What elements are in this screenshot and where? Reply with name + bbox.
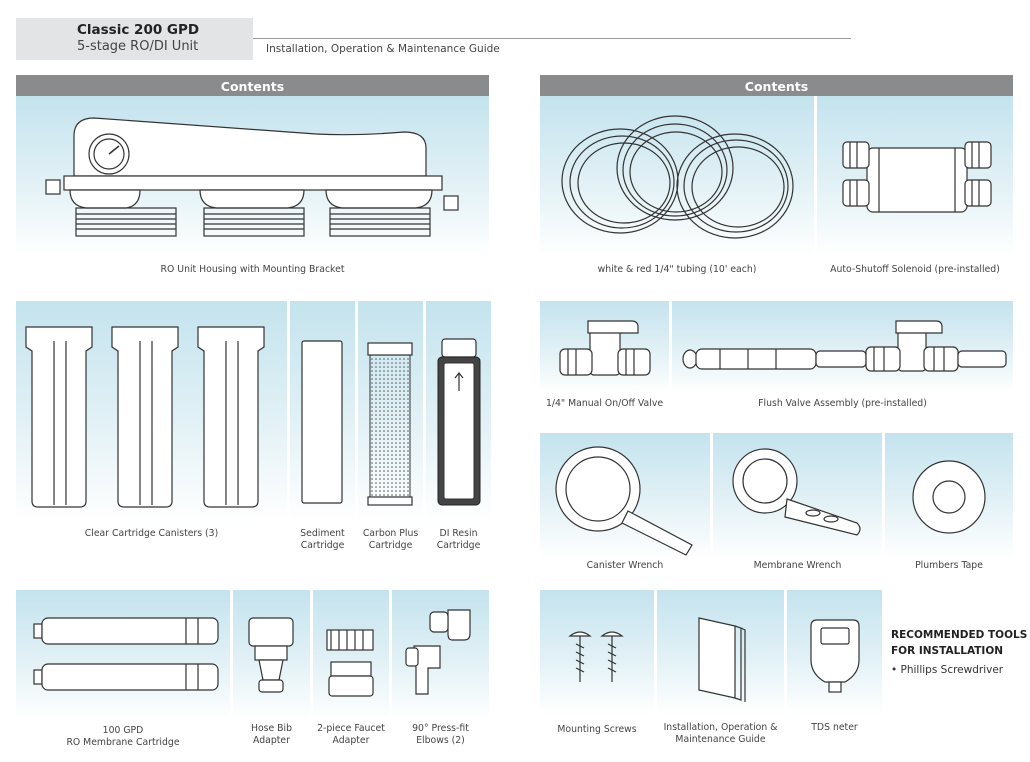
flush-valve-illustration <box>682 320 1007 372</box>
hosebib-panel <box>233 590 310 720</box>
screws-panel <box>540 590 654 715</box>
tool-item: • Phillips Screwdriver <box>891 664 1004 676</box>
sediment-panel <box>290 301 355 521</box>
caption-carbon-line2: Cartridge <box>368 539 413 551</box>
guide-title: Installation, Operation & Maintenance Gu… <box>266 43 500 55</box>
caption-sediment-line2: Cartridge <box>300 539 345 551</box>
tds-meter-illustration <box>810 619 860 693</box>
caption-solenoid: Auto-Shutoff Solenoid (pre-installed) <box>830 264 1000 275</box>
caption-plumbers-tape: Plumbers Tape <box>915 560 983 571</box>
housing-panel <box>16 96 489 256</box>
recommended-tools-line1: RECOMMENDED TOOLS <box>891 629 1028 641</box>
caption-elbows-line1: 90° Press-fit <box>412 723 469 734</box>
header-rule <box>253 38 851 39</box>
faucet-adapter-illustration <box>326 629 374 697</box>
hose-bib-adapter-illustration <box>248 617 294 693</box>
canister-wrench-panel <box>540 433 710 558</box>
manual-valve-panel <box>540 301 669 393</box>
caption-screws: Mounting Screws <box>557 724 637 735</box>
contents-header-right: Contents <box>540 75 1013 96</box>
elbows-panel <box>392 590 489 720</box>
flush-valve-panel <box>672 301 1013 393</box>
title-box <box>16 18 253 60</box>
caption-canisters: Clear Cartridge Canisters (3) <box>84 528 219 539</box>
caption-membrane-line1: 100 GPD <box>102 725 144 736</box>
diresin-cartridge-illustration <box>437 338 481 506</box>
contents-header-left: Contents <box>16 75 489 96</box>
solenoid-illustration <box>842 141 992 213</box>
product-subtitle: 5-stage RO/DI Unit <box>77 39 199 54</box>
caption-hosebib-line1: Hose Bib <box>250 723 293 734</box>
caption-tubing: white & red 1/4" tubing (10' each) <box>597 264 757 275</box>
caption-membrane-wrench: Membrane Wrench <box>753 560 842 571</box>
membrane-wrench-illustration <box>732 448 861 536</box>
caption-elbows-line2: Elbows (2) <box>416 734 465 746</box>
caption-membrane-line2: RO Membrane Cartridge <box>66 736 180 748</box>
tubing-illustration <box>561 115 794 239</box>
membrane-panel <box>16 590 230 720</box>
mounting-screws-illustration <box>568 631 624 682</box>
caption-flush-valve: Flush Valve Assembly (pre-installed) <box>758 398 927 409</box>
caption-tds: TDS neter <box>811 722 858 733</box>
caption-hosebib-line2: Adapter <box>253 734 290 746</box>
plumbers-tape-illustration <box>912 460 986 534</box>
canisters-panel <box>16 301 287 521</box>
caption-carbon-line1: Carbon Plus <box>362 528 419 539</box>
caption-guide-line2: Maintenance Guide <box>675 733 766 745</box>
faucet-adapter-panel <box>313 590 389 720</box>
canisters-illustration <box>25 326 265 508</box>
tds-panel <box>787 590 882 715</box>
caption-faucet-line2: Adapter <box>332 734 370 746</box>
caption-sediment-line1: Sediment <box>300 528 345 539</box>
caption-faucet-line1: 2-piece Faucet <box>317 723 385 734</box>
press-fit-elbows-illustration <box>405 609 471 695</box>
caption-manual-valve: 1/4" Manual On/Off Valve <box>545 398 664 409</box>
manual-valve-illustration <box>559 320 651 376</box>
recommended-tools-title: RECOMMENDED TOOLS FOR INSTALLATION <box>891 627 1027 659</box>
solenoid-panel <box>817 96 1013 256</box>
sediment-cartridge-illustration <box>301 340 343 504</box>
carbon-cartridge-illustration <box>367 342 413 506</box>
tubing-panel <box>540 96 814 256</box>
membrane-wrench-panel <box>713 433 882 558</box>
manual-illustration <box>698 617 746 702</box>
caption-diresin-line1: DI Resin <box>439 528 478 539</box>
ro-membrane-illustration <box>33 617 219 691</box>
caption-guide-line1: Installation, Operation & <box>663 722 778 733</box>
canister-wrench-illustration <box>555 446 693 556</box>
guide-panel <box>657 590 784 715</box>
diresin-panel <box>426 301 491 521</box>
recommended-tools-line2: FOR INSTALLATION <box>891 645 1004 657</box>
product-model: Classic 200 GPD <box>77 22 200 38</box>
tape-panel <box>885 433 1013 558</box>
ro-housing-illustration <box>45 117 459 237</box>
carbon-panel <box>358 301 423 521</box>
caption-diresin-line2: Cartridge <box>436 539 481 551</box>
caption-guide: Installation, Operation &Maintenance Gui… <box>657 722 784 745</box>
caption-canister-wrench: Canister Wrench <box>586 560 664 571</box>
caption-housing: RO Unit Housing with Mounting Bracket <box>160 264 345 275</box>
